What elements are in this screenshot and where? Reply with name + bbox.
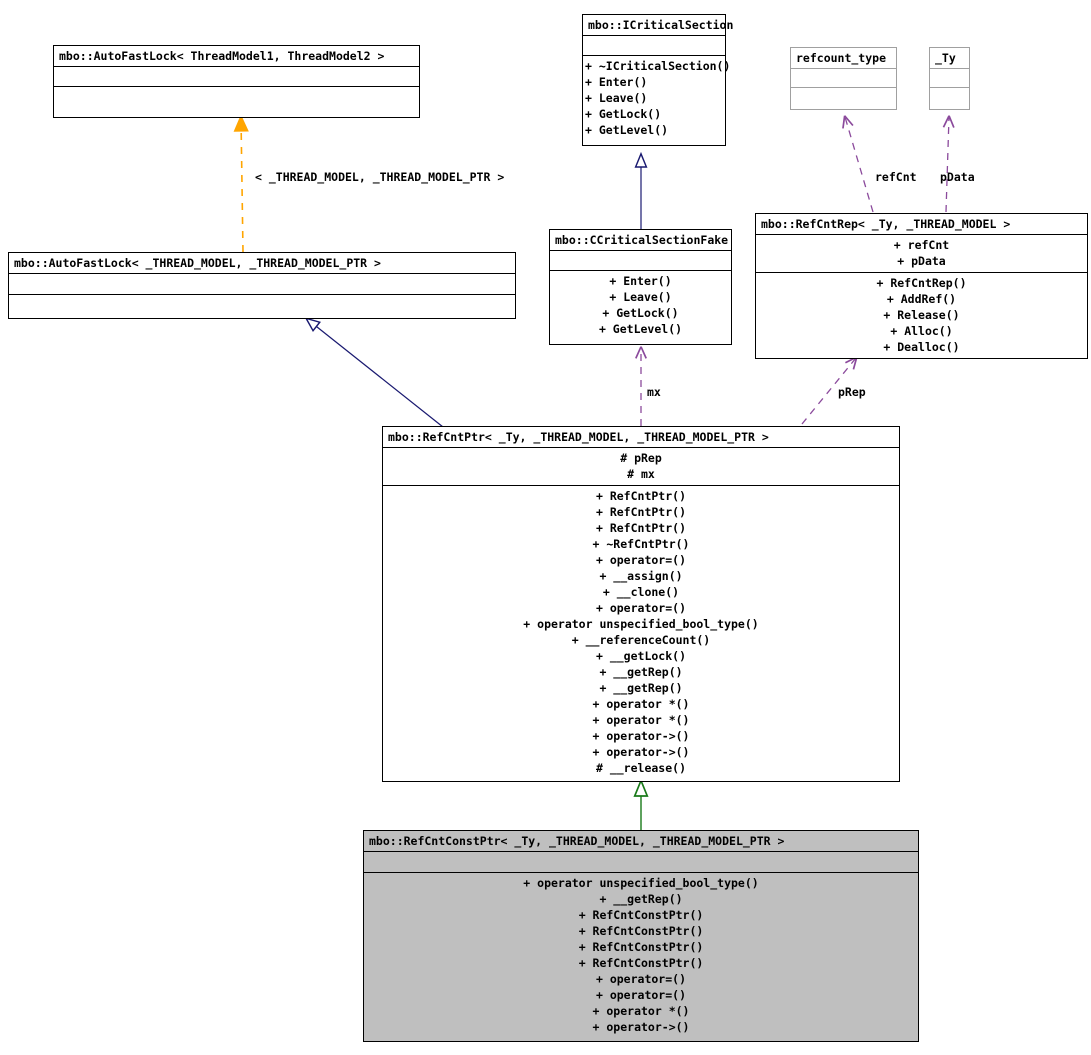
member-line: + AddRef() <box>886 292 957 306</box>
class-title-autofastlock-model: mbo::AutoFastLock< _THREAD_MODEL, _THREA… <box>14 256 381 270</box>
class-attributes-refcntrep: + refCnt + pData <box>756 234 1087 272</box>
class-methods-ty <box>930 87 969 106</box>
member-line: + __getRep() <box>599 665 683 679</box>
member-line: + operator->() <box>592 745 690 759</box>
edge-usage-refcnt <box>842 115 874 213</box>
member-line: + operator=() <box>595 553 686 567</box>
edge-label-mx: mx <box>647 385 661 399</box>
member-line: + GetLevel() <box>598 322 683 336</box>
class-title-ty: _Ty <box>935 51 956 65</box>
member-line: + GetLevel() <box>585 123 669 137</box>
member-line: + operator=() <box>595 972 686 986</box>
member-line: + operator *() <box>592 1004 690 1018</box>
member-line: + Leave() <box>609 290 672 304</box>
edge-label-pdata: pData <box>940 170 975 184</box>
member-line: + RefCntPtr() <box>595 505 686 519</box>
class-methods-refcntptr: + RefCntPtr() + RefCntPtr() + RefCntPtr(… <box>383 485 899 779</box>
class-box-refcount-type[interactable]: refcount_type <box>790 47 897 110</box>
member-line: + Enter() <box>609 274 672 288</box>
member-line: + __getRep() <box>599 892 683 906</box>
class-title-refcntconstptr: mbo::RefCntConstPtr< _Ty, _THREAD_MODEL,… <box>369 834 785 848</box>
member-line: + operator unspecified_bool_type() <box>523 617 759 631</box>
member-line: # pRep <box>620 451 662 465</box>
class-methods-autofastlock-model <box>9 294 515 315</box>
member-line: + RefCntRep() <box>876 276 967 290</box>
class-title-autofastlock-threadmodel: mbo::AutoFastLock< ThreadModel1, ThreadM… <box>59 49 385 63</box>
class-title-refcntrep: mbo::RefCntRep< _Ty, _THREAD_MODEL > <box>761 217 1011 231</box>
edge-usage-pdata <box>942 115 955 213</box>
member-line: # mx <box>627 467 655 481</box>
member-line: + GetLock() <box>585 107 662 121</box>
class-methods-icriticalsection: + ~ICriticalSection() + Enter() + Leave(… <box>583 55 731 141</box>
member-line: + RefCntPtr() <box>595 489 686 503</box>
edge-inheritance-refcntptr-autofastlock <box>304 317 444 428</box>
member-line: + ~ICriticalSection() <box>585 59 731 73</box>
class-attributes-refcount-type <box>791 68 896 87</box>
member-line: + Enter() <box>585 75 648 89</box>
class-box-icriticalsection[interactable]: mbo::ICriticalSection + ~ICriticalSectio… <box>582 14 734 146</box>
class-attributes-ty <box>930 68 969 87</box>
member-line: + operator *() <box>592 697 690 711</box>
member-line: + operator->() <box>592 729 690 743</box>
class-methods-refcntconstptr: + operator unspecified_bool_type() + __g… <box>364 872 918 1038</box>
edge-label-template-binding: < _THREAD_MODEL, _THREAD_MODEL_PTR > <box>255 170 505 184</box>
member-line: + __assign() <box>599 569 683 583</box>
member-line: + pData <box>897 254 946 268</box>
member-line: + __getRep() <box>599 681 683 695</box>
class-methods-ccriticalsectionfake: + Enter() + Leave() + GetLock() + GetLev… <box>550 270 731 340</box>
member-line: + __getLock() <box>595 649 686 663</box>
member-line: + GetLock() <box>602 306 679 320</box>
class-attributes-autofastlock-threadmodel <box>54 66 419 86</box>
class-title-refcntptr: mbo::RefCntPtr< _Ty, _THREAD_MODEL, _THR… <box>388 430 769 444</box>
class-attributes-icriticalsection <box>583 35 725 55</box>
member-line: + ~RefCntPtr() <box>592 537 690 551</box>
member-line: # __release() <box>595 761 686 775</box>
member-line: + RefCntConstPtr() <box>578 908 704 922</box>
class-methods-refcntrep: + RefCntRep() + AddRef() + Release() + A… <box>756 272 1087 358</box>
member-line: + Dealloc() <box>883 340 960 354</box>
member-line: + operator=() <box>595 988 686 1002</box>
class-box-refcntconstptr[interactable]: mbo::RefCntConstPtr< _Ty, _THREAD_MODEL,… <box>363 830 919 1042</box>
class-box-ccriticalsectionfake[interactable]: mbo::CCriticalSectionFake + Enter() + Le… <box>549 229 732 345</box>
class-attributes-refcntptr: # pRep # mx <box>383 447 899 485</box>
member-line: + operator unspecified_bool_type() <box>523 876 759 890</box>
class-attributes-refcntconstptr <box>364 851 918 872</box>
class-methods-autofastlock-threadmodel <box>54 86 419 106</box>
class-title-refcount-type: refcount_type <box>796 51 887 65</box>
member-line: + Leave() <box>585 91 648 105</box>
member-line: + RefCntConstPtr() <box>578 940 704 954</box>
member-line: + Alloc() <box>890 324 953 338</box>
class-box-autofastlock-model[interactable]: mbo::AutoFastLock< _THREAD_MODEL, _THREA… <box>8 252 516 319</box>
class-title-icriticalsection: mbo::ICriticalSection <box>588 18 734 32</box>
member-line: + RefCntConstPtr() <box>578 924 704 938</box>
edge-template-binding-autofastlock <box>233 114 249 253</box>
class-methods-refcount-type <box>791 87 896 106</box>
class-attributes-autofastlock-model <box>9 273 515 294</box>
class-attributes-ccriticalsectionfake <box>550 250 731 270</box>
member-line: + operator *() <box>592 713 690 727</box>
class-box-refcntrep[interactable]: mbo::RefCntRep< _Ty, _THREAD_MODEL > + r… <box>755 213 1088 359</box>
class-box-autofastlock-threadmodel[interactable]: mbo::AutoFastLock< ThreadModel1, ThreadM… <box>53 45 420 118</box>
member-line: + RefCntPtr() <box>595 521 686 535</box>
member-line: + Release() <box>883 308 960 322</box>
member-line: + RefCntConstPtr() <box>578 956 704 970</box>
edge-label-refcnt: refCnt <box>875 170 917 184</box>
member-line: + operator=() <box>595 601 686 615</box>
member-line: + __referenceCount() <box>571 633 711 647</box>
member-line: + refCnt <box>893 238 950 252</box>
class-box-ty[interactable]: _Ty <box>929 47 970 110</box>
member-line: + operator->() <box>592 1020 690 1034</box>
member-line: + __clone() <box>602 585 680 599</box>
edge-label-prep: pRep <box>838 385 866 399</box>
class-title-ccriticalsectionfake: mbo::CCriticalSectionFake <box>555 233 729 247</box>
class-box-refcntptr[interactable]: mbo::RefCntPtr< _Ty, _THREAD_MODEL, _THR… <box>382 426 900 782</box>
